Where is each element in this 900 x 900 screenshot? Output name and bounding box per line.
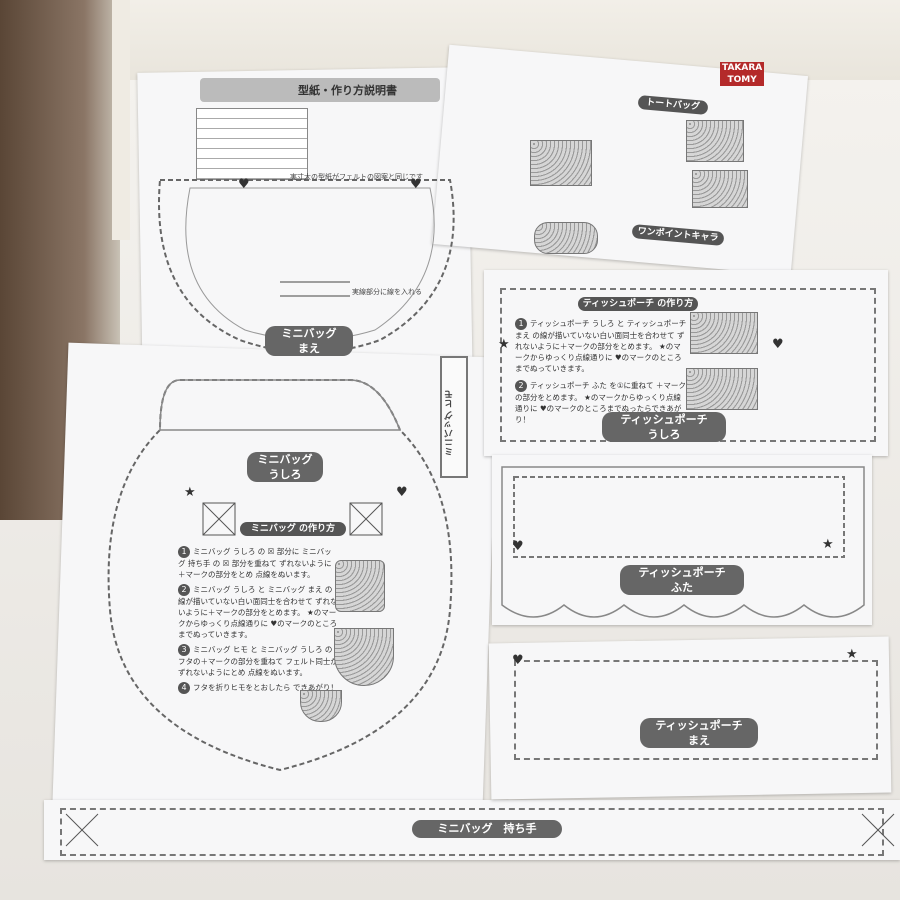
takara-tomy-logo: TAKARA TOMY (720, 62, 765, 86)
tissue-back-label: ティッシュポーチ うしろ (602, 412, 726, 442)
handle-outline (60, 808, 884, 856)
tissue-front-outline (514, 660, 878, 760)
door-edge (112, 0, 130, 240)
star-icon: ★ (184, 485, 196, 500)
tote-illustration-2 (686, 120, 744, 162)
mini-bag-back-outline (107, 379, 453, 772)
mini-bag-front-label: ミニバッグ まえ (265, 326, 353, 356)
heart-icon: ♥ (238, 177, 250, 192)
mini-bag-back-label: ミニバッグ うしろ (247, 452, 323, 482)
star-icon: ★ (822, 537, 834, 552)
mini-bag-illustration (334, 628, 394, 686)
cut-caption: 実線部分に線を入れる (352, 288, 422, 296)
tissue-illustration-2 (686, 368, 758, 410)
mini-bag-strap-piece (440, 356, 468, 478)
heart-icon: ♥ (396, 485, 408, 500)
handle-cross-right (858, 810, 898, 850)
pouch-illustration (530, 140, 592, 186)
felt-caption: 実寸大の型紙がフェルトの図案と同じです (290, 173, 423, 181)
heart-icon: ♥ (512, 539, 524, 554)
star-icon: ★ (846, 647, 858, 662)
heart-icon: ♥ (512, 653, 524, 668)
tissue-flap-outline (501, 466, 865, 618)
star-icon: ★ (498, 337, 510, 352)
mini-bag-howto-title: ミニバッグ の作り方 (240, 522, 346, 536)
tissue-illustration-1 (690, 312, 758, 354)
mini-bag-strap-label: ミニバッグ ヒモ (445, 389, 455, 456)
tissue-howto-title: ティッシュポーチ の作り方 (578, 297, 698, 311)
mini-bag-handle-label: ミニバッグ 持ち手 (412, 820, 562, 838)
tote-illustration-3 (692, 170, 748, 208)
heart-icon: ♥ (410, 177, 422, 192)
pouch-illustration-2 (534, 222, 598, 254)
mini-bag-flap-illustration (300, 690, 342, 722)
heart-icon: ♥ (772, 337, 784, 352)
tissue-flap-label: ティッシュポーチ ふた (620, 565, 744, 595)
sheet-header-band (200, 78, 440, 102)
handle-cross-left (62, 810, 102, 850)
sheet-title: 型紙・作り方説明書 (298, 84, 397, 97)
tote-illustration (335, 560, 385, 612)
tissue-front-label: ティッシュポーチ まえ (640, 718, 758, 748)
